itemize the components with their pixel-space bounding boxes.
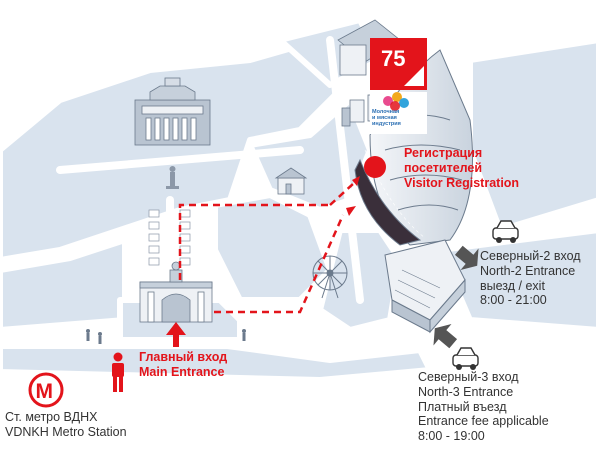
north2-line: Северный-2 вход (480, 249, 581, 263)
route-arrowheads (346, 176, 360, 216)
metro-station-line: VDNKH Metro Station (5, 424, 127, 439)
north2-line: 8:00 - 21:00 (480, 293, 547, 308)
main-entrance-line: Main Entrance (139, 364, 225, 379)
expo-logo-line: Молочная (372, 109, 400, 115)
person-icon (112, 352, 124, 392)
north3-line: Северный-3 вход (418, 370, 519, 384)
anniversary-badge: 75 (370, 38, 427, 90)
north2-line: North-2 Entrance (480, 263, 576, 278)
north2-line: выезд / exit (480, 278, 545, 293)
north3-line: Entrance fee applicable (418, 414, 549, 429)
ferris-wheel (312, 255, 348, 299)
pedestrian-figures (86, 329, 246, 344)
north3-entrance-label: Северный-3 вход North-3 Entrance Платный… (418, 370, 549, 444)
house (274, 167, 308, 195)
metro-station-label: Ст. метро ВДНХ VDNKH Metro Station (5, 410, 127, 440)
main-entrance-arrow (166, 322, 186, 347)
registration-marker (364, 156, 386, 178)
registration-label: Регистрация посетителей Visitor Registra… (404, 146, 519, 190)
registration-line: Visitor Registration (404, 175, 520, 190)
registration-line: Регистрация (404, 146, 483, 160)
north2-entrance-label: Северный-2 вход North-2 Entrance выезд /… (480, 249, 581, 308)
main-entrance-line: Главный вход (139, 350, 228, 364)
expo-logo-line: и мясная (372, 115, 397, 122)
main-entrance-label: Главный вход Main Entrance (139, 350, 227, 380)
metro-logo-icon: M (28, 372, 64, 408)
expo-logo-icon (370, 92, 427, 134)
badge-number: 75 (381, 46, 405, 71)
car-icon-north3 (452, 347, 479, 370)
visitor-route (178, 182, 355, 314)
expo-logo-line: индустрия (372, 121, 401, 128)
statue (166, 166, 179, 189)
registration-line: посетителей (404, 160, 483, 175)
expo-logo-text: Молочная и мясная индустрия (372, 109, 401, 127)
chevron-icon-north2 (454, 245, 479, 271)
central-pavilion (134, 77, 211, 146)
lower-hall (384, 239, 466, 334)
metro-station-line: Ст. метро ВДНХ (5, 410, 98, 424)
alley-blocks (148, 209, 191, 266)
chevron-icon-north3 (433, 323, 458, 349)
car-icon-north2 (492, 220, 519, 243)
north3-line: 8:00 - 19:00 (418, 429, 485, 443)
park-grounds (0, 17, 599, 383)
main-entrance-arch (139, 261, 213, 323)
north3-line: North-3 Entrance (418, 384, 514, 399)
north3-line: Платный въезд (418, 399, 507, 414)
metro-logo-letter: M (36, 380, 54, 403)
